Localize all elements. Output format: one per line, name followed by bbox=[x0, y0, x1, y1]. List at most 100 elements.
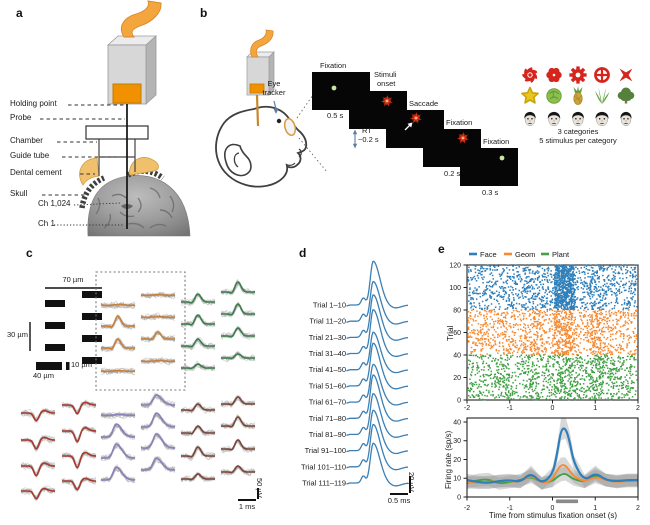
stimulus-icon-face-4 bbox=[595, 111, 609, 127]
waveform-mean bbox=[141, 433, 176, 449]
categories-note-2: 5 stimulus per category bbox=[539, 136, 617, 145]
starfruit bbox=[521, 86, 539, 104]
waveform-mean bbox=[140, 359, 176, 363]
spike-trace bbox=[346, 331, 409, 374]
stimulus-icon-plant-5 bbox=[617, 87, 635, 104]
psth-line-face bbox=[467, 427, 638, 484]
waveform-noise bbox=[140, 415, 176, 431]
scalebar-label-05ms: 0.5 ms bbox=[387, 496, 411, 505]
waveform-noise bbox=[180, 337, 216, 349]
probe-connector bbox=[112, 83, 142, 104]
panel-e-label: e bbox=[438, 242, 445, 256]
electrode-site bbox=[82, 291, 102, 298]
legend-label-geom: Geom bbox=[515, 250, 535, 259]
spike-trace bbox=[346, 374, 409, 422]
callout-guide-tube: Guide tube bbox=[10, 151, 50, 160]
waveform-noise bbox=[220, 466, 255, 477]
psth-curves bbox=[467, 418, 638, 490]
waveform-noise bbox=[100, 468, 135, 484]
waveform-noise bbox=[220, 415, 256, 430]
waveform-noise bbox=[100, 315, 136, 330]
waveform-noise bbox=[180, 444, 216, 459]
headstage-side bbox=[145, 35, 157, 105]
callout-chamber: Chamber bbox=[10, 136, 43, 145]
psth-xtick-label: -2 bbox=[464, 505, 470, 512]
callout-leaders bbox=[40, 104, 125, 226]
waveform-noise bbox=[180, 426, 216, 437]
waveform-noise bbox=[100, 313, 136, 329]
waveform-noise bbox=[140, 414, 176, 429]
eye-tracker-arrow bbox=[273, 100, 277, 110]
stimulus-star-core bbox=[385, 99, 389, 103]
screen-title: Fixation bbox=[446, 118, 472, 127]
monkey-ear bbox=[224, 143, 252, 177]
legend-label-face: Face bbox=[480, 250, 497, 259]
dim-30um: 30 µm bbox=[7, 330, 28, 339]
raster-ytick-label: 80 bbox=[453, 307, 461, 314]
waveform-noise bbox=[220, 398, 256, 408]
callout-channel-top: Ch 1,024 bbox=[38, 199, 71, 208]
psth-xtick-label: 0 bbox=[551, 505, 555, 512]
psth-y-axis-label: Firing rate (sp/s) bbox=[444, 430, 453, 489]
waveform-noise bbox=[220, 352, 256, 363]
wheel-hub bbox=[600, 73, 604, 77]
waveform-noise bbox=[100, 338, 136, 352]
waveform-noise bbox=[20, 486, 56, 498]
waveform-mean bbox=[181, 338, 215, 348]
spike-trace bbox=[346, 423, 409, 471]
saccade-arrow bbox=[404, 124, 411, 131]
psth-ytick-label: 30 bbox=[453, 438, 461, 445]
face-eye bbox=[623, 118, 625, 120]
trial-range-label: Trial 71–80 bbox=[309, 414, 346, 423]
agave-leaf bbox=[602, 88, 606, 104]
stimulus-icon-plant-1 bbox=[521, 86, 539, 104]
waveform-noise bbox=[140, 456, 176, 473]
waveform-noise bbox=[220, 350, 256, 360]
screen-title: onset bbox=[377, 79, 396, 88]
waveform-mean bbox=[101, 338, 135, 350]
mini-connector bbox=[249, 83, 265, 94]
face-eye bbox=[527, 118, 529, 120]
waveform-mean bbox=[141, 412, 176, 428]
waveform-noise bbox=[140, 312, 176, 321]
spike-trace bbox=[346, 280, 409, 325]
raster-ytick-label: 100 bbox=[449, 285, 461, 292]
face-eye bbox=[579, 118, 581, 120]
waveform-mean bbox=[101, 315, 135, 328]
task-screen-fixation-3 bbox=[460, 148, 518, 186]
screen-duration: 0.3 s bbox=[482, 188, 499, 197]
gear-tooth bbox=[576, 80, 580, 84]
stimulus-icon-geom-5 bbox=[619, 68, 633, 82]
spike-trace bbox=[346, 393, 409, 438]
stimulus-icon-plant-3 bbox=[573, 86, 583, 105]
waveform-noise bbox=[140, 396, 176, 410]
waveform-noise bbox=[180, 448, 216, 460]
dim-10um: 10 µm bbox=[71, 360, 92, 369]
waveform-noise bbox=[140, 356, 176, 363]
flex-cable bbox=[120, 0, 162, 38]
psth-x-axis-label: Time from stimulus fixation onset (s) bbox=[488, 511, 618, 520]
unit-cluster-green bbox=[180, 278, 256, 372]
waveform-mean bbox=[221, 327, 255, 338]
chamber bbox=[85, 125, 149, 140]
spike-trace bbox=[346, 342, 409, 390]
panel-b-label: b bbox=[200, 6, 208, 20]
waveform-mean bbox=[101, 423, 136, 438]
raster-ytick-label: 60 bbox=[453, 330, 461, 337]
trial-range-label: Trial 111–119 bbox=[302, 478, 346, 487]
panel-c-art bbox=[20, 271, 259, 502]
monkey-ear-inner bbox=[233, 152, 240, 168]
pineapple-crown bbox=[573, 86, 583, 93]
waveform-noise bbox=[180, 426, 216, 436]
waveform-mean bbox=[62, 451, 97, 469]
callout-channel-bottom: Ch 1 bbox=[38, 219, 55, 228]
face-hair bbox=[595, 111, 609, 119]
waveform-mean bbox=[101, 466, 136, 481]
stimulus-icon-geom-3 bbox=[569, 66, 587, 84]
waveform-mean bbox=[62, 477, 96, 491]
waveform-noise bbox=[140, 461, 176, 472]
waveform-noise bbox=[140, 433, 176, 452]
